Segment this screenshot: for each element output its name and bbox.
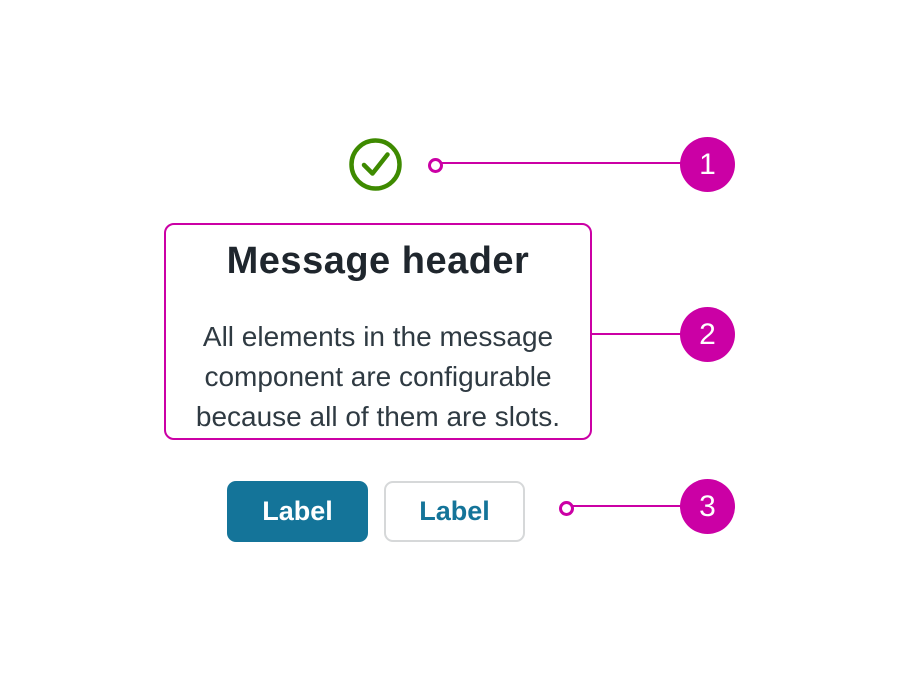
callout-marker-3: 3	[680, 479, 735, 534]
callout-line-1	[440, 162, 707, 164]
message-body-line: component are configurable	[204, 361, 552, 392]
message-box: Message header All elements in the messa…	[164, 223, 592, 440]
message-header-text: Message header	[226, 240, 530, 282]
action-button-row: Label Label	[227, 481, 525, 542]
callout-endpoint-dot-3	[559, 501, 574, 516]
callout-line-2	[592, 333, 707, 335]
message-body-text: All elements in the message component ar…	[166, 317, 590, 437]
success-check-icon	[348, 137, 403, 192]
primary-action-button[interactable]: Label	[227, 481, 368, 542]
callout-line-3	[571, 505, 707, 507]
secondary-action-button[interactable]: Label	[384, 481, 525, 542]
message-body-line: All elements in the message	[202, 321, 554, 352]
callout-marker-1: 1	[680, 137, 735, 192]
callout-marker-2: 2	[680, 307, 735, 362]
callout-endpoint-dot-1	[428, 158, 443, 173]
message-body-line: because all of them are slots.	[195, 401, 561, 432]
